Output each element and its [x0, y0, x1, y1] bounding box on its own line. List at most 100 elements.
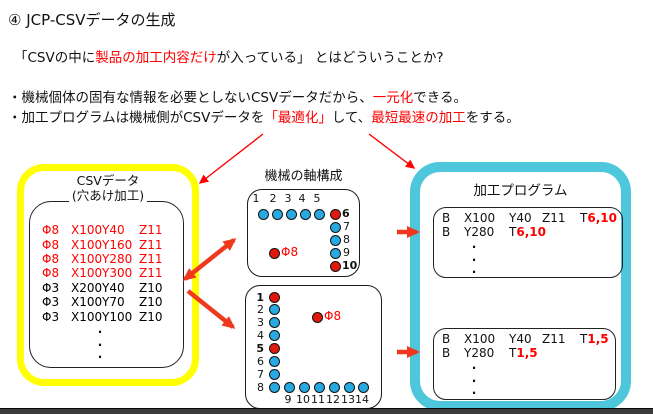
axis-dot-blue	[268, 330, 280, 342]
axis-number: 8	[257, 380, 264, 394]
program-ellipsis: . . .	[468, 359, 480, 397]
program-cell-x: X100	[464, 332, 496, 346]
program-cell-y: Y280	[464, 225, 495, 239]
csv-cell-z: Z10	[139, 295, 163, 310]
program-cell-z: Z11	[542, 332, 566, 346]
program-ellipsis: . . .	[468, 238, 480, 276]
program-cell-t: T	[580, 211, 588, 225]
bullet-2: ・加工プログラムは機械側がCSVデータを「最適化」して、最短最速の加工をする。	[8, 106, 520, 126]
program-cell-y: Y40	[509, 211, 532, 225]
csv-box-title: CSVデータ (穴あけ加工)	[24, 173, 192, 203]
csv-cell-diameter: Φ3	[42, 280, 60, 295]
question-pre: 「CSVの中に	[14, 50, 96, 66]
axis-number: 12	[326, 393, 340, 406]
axis-number: 7	[343, 220, 350, 233]
bullet-2-post: をする。	[465, 110, 520, 126]
bullet-1-pre: ・機械個体の固有な情報を必要としないCSVデータだから、	[8, 90, 373, 106]
csv-cell-x: X100	[71, 309, 103, 324]
csv-cell-x: X100	[71, 237, 103, 252]
question-text: 「CSVの中に製品の加工内容だけが入っている」 とはどういうことか?	[14, 46, 444, 66]
program-cell-tool-numbers: 1,5	[587, 332, 609, 346]
axis-number: 5	[313, 192, 321, 205]
axis-number: 9	[284, 393, 292, 406]
program-cell-y: Y280	[464, 346, 495, 360]
axis-number: 6	[257, 354, 264, 368]
machine-axis-box-bottom: 1 2 3 4 5 6 7 8 9 10 11 12 13 14 Φ8	[245, 285, 382, 409]
axis-dot-red	[329, 208, 341, 220]
axis-number: 1	[252, 192, 260, 205]
axis-number: 3	[284, 192, 292, 205]
axis-dot-blue	[313, 208, 325, 220]
axis-dot-blue	[329, 234, 341, 246]
csv-cell-y: Y40	[102, 223, 125, 238]
program-cell-x: X100	[464, 211, 496, 225]
phi8-dot-red	[311, 311, 323, 323]
ellipsis-dot: .	[97, 322, 103, 336]
csv-cell-z: Z11	[139, 266, 163, 281]
axis-dot-blue	[268, 368, 280, 380]
axis-number-red: 1	[256, 290, 264, 304]
program-cell-t: T	[580, 332, 588, 346]
csv-cell-diameter: Φ8	[42, 237, 60, 252]
program-box-title: 加工プログラム	[473, 183, 568, 199]
bullet-2-mid: して、	[331, 110, 372, 126]
machine-axis-box-top: 1 2 3 4 5 6 7 8 9 10 Φ8	[247, 189, 360, 277]
program-cell-b: B	[442, 346, 451, 360]
axis-number: 9	[343, 246, 350, 259]
axis-dot-red	[268, 291, 280, 303]
axis-number: 4	[298, 192, 306, 205]
question-post: が入っている」 とはどういうことか?	[216, 50, 444, 66]
bullet-1-post: できる。	[413, 90, 467, 106]
program-cell-tool-numbers: 6,10	[516, 225, 546, 239]
csv-cell-z: Z11	[139, 251, 163, 266]
csv-cell-x: X100	[71, 266, 103, 281]
bullet-2-highlight-2: 最短最速の加工	[371, 110, 466, 126]
csv-cell-diameter: Φ8	[42, 266, 60, 281]
csv-ellipsis: . . .	[30, 323, 170, 361]
program-cell-b: B	[442, 332, 451, 346]
axis-dot-blue	[283, 381, 295, 393]
csv-cell-z: Z11	[139, 223, 163, 238]
axis-dot-blue	[268, 317, 280, 329]
axis-number-red: 5	[256, 341, 264, 355]
csv-cell-x: X200	[71, 280, 103, 295]
ellipsis-dot: .	[471, 358, 477, 372]
program-cell-b: B	[442, 211, 451, 225]
question-highlight: 製品の加工内容だけ	[95, 50, 217, 66]
csv-cell-y: Y100	[102, 309, 133, 324]
ellipsis-dot: .	[471, 383, 477, 397]
axis-number: 4	[257, 329, 264, 343]
axis-dot-blue	[357, 381, 369, 393]
axis-dot-blue	[268, 355, 280, 367]
axis-dot-blue	[271, 208, 283, 220]
phi8-label: Φ8	[324, 309, 342, 323]
axis-dot-blue	[257, 208, 269, 220]
csv-cell-y: Y300	[102, 266, 133, 281]
csv-cell-diameter: Φ3	[42, 295, 60, 310]
ellipsis-dot: .	[471, 237, 477, 251]
axis-number: 13	[341, 393, 355, 406]
csv-cell-diameter: Φ3	[42, 309, 60, 324]
axis-number-red: 10	[342, 259, 358, 272]
bullet-2-highlight-1: 「最適化」	[264, 110, 332, 126]
axis-dot-blue	[343, 381, 355, 393]
ellipsis-dot: .	[97, 347, 103, 361]
axis-number: 7	[257, 367, 264, 381]
ellipsis-dot: .	[471, 262, 477, 276]
axis-dot-blue	[329, 247, 341, 259]
axis-number: 2	[257, 303, 264, 317]
